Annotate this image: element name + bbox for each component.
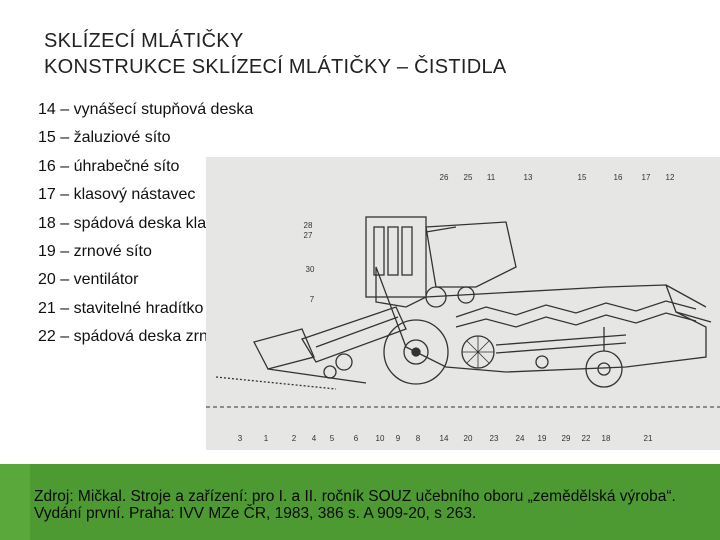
list-item: 19 – zrnové síto <box>38 242 152 260</box>
list-item: 18 – spádová deska klasů <box>38 214 224 232</box>
page-title: SKLÍZECÍ MLÁTIČKY <box>44 30 244 52</box>
parts-list: 14 – vynášecí stupňová deska 15 – žaluzi… <box>38 96 253 352</box>
list-item: 22 – spádová deska zrna <box>38 328 217 346</box>
part-number-label: 3 <box>238 434 243 443</box>
part-number-label: 30 <box>306 265 315 274</box>
part-number-label: 21 <box>644 434 653 443</box>
part-number-label: 4 <box>312 434 317 443</box>
list-item: 14 – vynášecí stupňová deska <box>38 101 254 118</box>
part-number-label: 11 <box>487 173 496 182</box>
part-number-label: 25 <box>464 173 473 182</box>
part-number-label: 8 <box>416 434 421 443</box>
list-item: 20 – ventilátor <box>38 271 139 289</box>
part-number-label: 5 <box>330 434 335 443</box>
footer-accent <box>0 464 30 540</box>
part-number-label: 6 <box>354 434 359 443</box>
part-number-label: 27 <box>304 231 313 240</box>
part-number-label: 28 <box>304 221 313 230</box>
part-number-label: 20 <box>464 434 473 443</box>
part-number-label: 1 <box>264 434 269 443</box>
part-number-label: 22 <box>582 434 591 443</box>
source-footer: Zdroj: Mičkal. Stroje a zařízení: pro I.… <box>0 464 720 540</box>
list-item: 21 – stavitelné hradítko <box>38 299 204 317</box>
list-item: 15 – žaluziové síto <box>38 129 171 147</box>
part-number-label: 18 <box>602 434 611 443</box>
list-item: 16 – úhrabečné síto <box>38 157 180 175</box>
part-number-label: 15 <box>578 173 587 182</box>
part-number-label: 7 <box>310 295 315 304</box>
part-number-label: 14 <box>440 434 449 443</box>
part-number-label: 10 <box>376 434 385 443</box>
part-number-label: 26 <box>440 173 449 182</box>
page-subtitle: KONSTRUKCE SKLÍZECÍ MLÁTIČKY – ČISTIDLA <box>44 56 507 78</box>
part-number-label: 12 <box>666 173 675 182</box>
list-item: 17 – klasový nástavec <box>38 186 196 204</box>
combine-harvester-diagram: 26 25 11 13 15 16 17 12 28 27 30 7 3 1 2… <box>206 157 720 450</box>
part-number-label: 29 <box>562 434 571 443</box>
part-number-label: 9 <box>396 434 401 443</box>
part-number-label: 19 <box>538 434 547 443</box>
part-number-label: 24 <box>516 434 525 443</box>
source-citation: Zdroj: Mičkal. Stroje a zařízení: pro I.… <box>34 488 676 522</box>
part-number-label: 2 <box>292 434 297 443</box>
part-number-label: 23 <box>490 434 499 443</box>
part-number-label: 13 <box>524 173 533 182</box>
part-number-label: 17 <box>642 173 651 182</box>
part-number-label: 16 <box>614 173 623 182</box>
